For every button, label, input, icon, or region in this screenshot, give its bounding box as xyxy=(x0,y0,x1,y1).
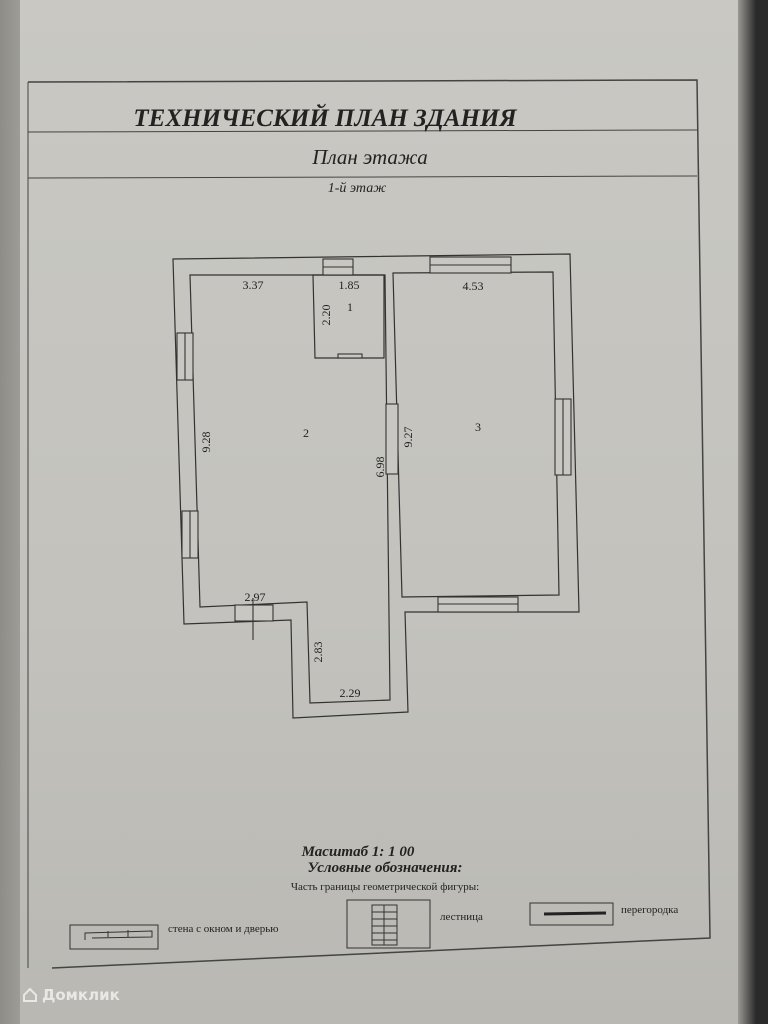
window-left-upper xyxy=(176,332,194,381)
partition-icon xyxy=(529,902,614,926)
watermark: Домклик xyxy=(22,986,120,1004)
house-logo-icon xyxy=(23,987,37,1002)
window-right-room3 xyxy=(554,398,572,476)
door-room1 xyxy=(337,353,363,359)
subtitle-divider xyxy=(27,175,698,179)
window-bottom-room3 xyxy=(437,596,519,613)
legend-label-partition: перегородка xyxy=(621,904,678,916)
page-shadow-right xyxy=(738,0,768,1024)
legend-title: Условные обозначения: xyxy=(308,860,463,876)
room-1-number: 1 xyxy=(347,300,353,314)
door-room2-room3 xyxy=(385,403,399,475)
title-divider xyxy=(27,129,698,133)
floor-label: 1-й этаж xyxy=(328,181,386,196)
window-left-lower xyxy=(181,510,199,559)
room-3-number: 3 xyxy=(475,420,481,434)
plan-subtitle: План этажа xyxy=(311,145,427,169)
document-frame xyxy=(27,79,711,969)
dim-room2-left: 9.28 xyxy=(199,432,213,453)
legend-item-partition: перегородка xyxy=(529,902,678,926)
dim-corridor-bottom: 2.29 xyxy=(340,686,361,700)
dim-room3-left: 9.27 xyxy=(401,427,415,448)
dim-room3-top: 4.53 xyxy=(463,279,484,293)
outer-wall xyxy=(172,253,580,719)
legend-subtitle: Часть границы геометрической фигуры: xyxy=(291,881,479,893)
document-title: ТЕХНИЧЕСКИЙ ПЛАН ЗДАНИЯ xyxy=(133,103,517,132)
staircase-icon xyxy=(346,899,431,949)
window-top-room1 xyxy=(322,258,354,276)
legend-item-stairs: лестница xyxy=(346,899,483,949)
dim-room1-side: 2.20 xyxy=(319,305,333,326)
legend-item-wall: стена с окном и дверью xyxy=(69,923,278,950)
scale-label: Масштаб 1: 1 00 xyxy=(301,844,415,860)
room-1-outline xyxy=(312,274,385,359)
room-2-number: 2 xyxy=(303,426,309,440)
document-page xyxy=(20,0,748,1024)
dim-room2-bottom: 2.97 xyxy=(245,590,266,604)
dim-corridor-side: 2.83 xyxy=(311,642,325,663)
window-top-room3 xyxy=(429,256,512,274)
wall-window-door-icon xyxy=(69,924,159,950)
dim-room1-top: 1.85 xyxy=(339,278,360,292)
legend-label-wall: стена с окном и дверью xyxy=(168,923,278,935)
legend-label-stairs: лестница xyxy=(440,911,483,923)
dim-room2-right: 6.98 xyxy=(373,457,387,478)
watermark-text: Домклик xyxy=(42,986,120,1004)
room-2-outline xyxy=(189,274,391,704)
room-3-outline xyxy=(392,271,560,598)
dim-room2-top: 3.37 xyxy=(243,278,264,292)
entrance-door xyxy=(234,598,274,640)
